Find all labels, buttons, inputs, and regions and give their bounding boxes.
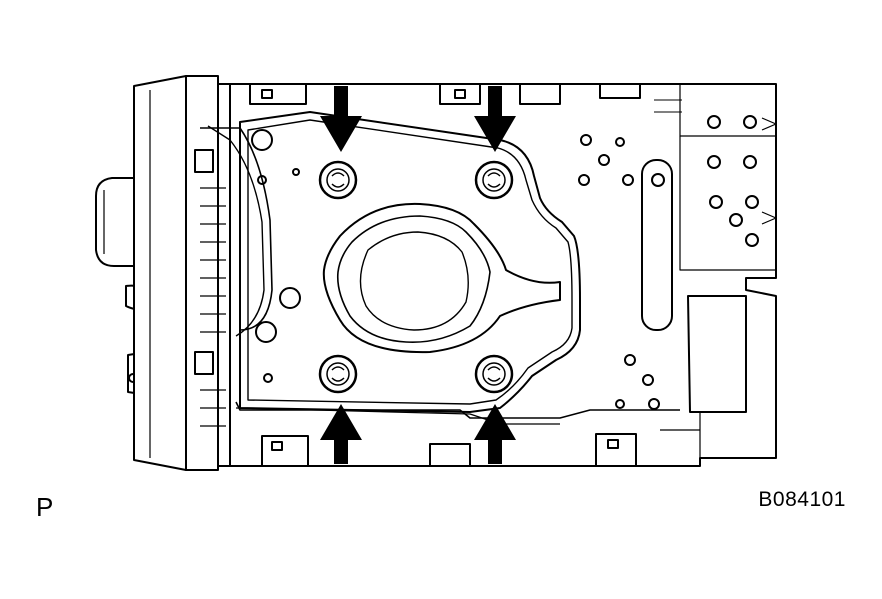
arrow-up-bottom-left: [320, 404, 362, 464]
arrow-down-top-left: [320, 86, 362, 152]
bolt-top-right: [474, 160, 514, 200]
mounting-plate: [200, 111, 581, 413]
bolts: [318, 160, 514, 394]
front-bezel: [133, 75, 231, 471]
arrow-down-top-right: [474, 86, 516, 152]
bolt-top-left: [318, 160, 358, 200]
figure-code: B084101: [758, 488, 846, 511]
arrow-up-bottom-right: [474, 404, 516, 464]
pointer-arrows: [320, 86, 516, 464]
bolt-bottom-left: [318, 354, 358, 394]
view-letter: P: [36, 492, 54, 522]
lower-rail: [235, 401, 680, 419]
bolt-bottom-right: [474, 354, 514, 394]
